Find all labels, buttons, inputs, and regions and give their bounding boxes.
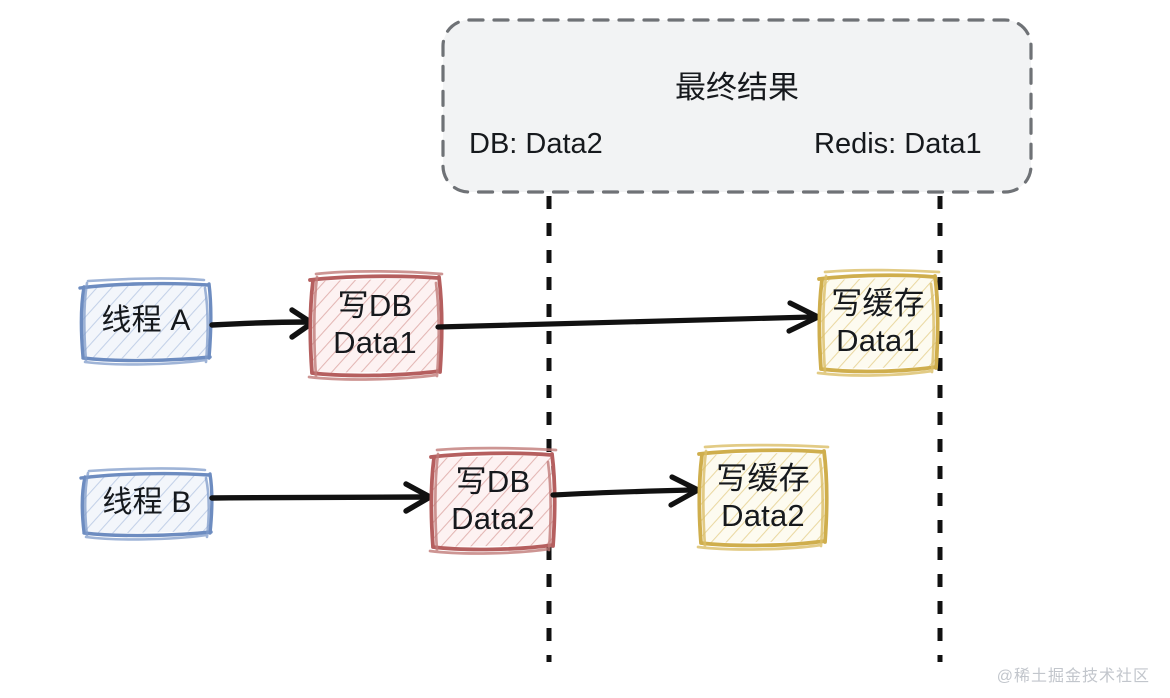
db-b-box-fill xyxy=(432,455,553,547)
cache-b-box-stroke-1 xyxy=(697,448,829,548)
arrow-db-b-to-cache-b-line xyxy=(550,487,695,498)
arrow-thread-a-to-db-line xyxy=(209,319,310,328)
db-b-box-stroke-1 xyxy=(429,451,557,552)
summary-title: 最终结果 xyxy=(675,70,799,105)
db-a-box-fill xyxy=(311,278,440,373)
db-a-box-stroke-1 xyxy=(308,274,444,378)
arrow-db-a-to-cache-a xyxy=(435,300,821,334)
cache-b-box[interactable] xyxy=(696,443,830,551)
thread-a-box-fill xyxy=(82,283,209,359)
cache-a-box-stroke-1 xyxy=(817,273,940,374)
db-a-box[interactable] xyxy=(307,270,444,381)
watermark: @稀土掘金技术社区 xyxy=(996,668,1150,685)
thread-a-box-stroke-1 xyxy=(78,281,213,363)
cache-b-box-fill xyxy=(700,452,825,543)
arrow-db-b-to-cache-b xyxy=(550,474,701,508)
arrow-db-a-to-cache-a-line xyxy=(435,314,815,330)
thread-b-box-stroke-2 xyxy=(83,467,211,541)
arrow-thread-b-to-db xyxy=(209,481,433,514)
db-b-box-stroke-2 xyxy=(428,446,558,555)
db-b-box[interactable] xyxy=(428,446,558,555)
db-a-box-stroke-2 xyxy=(307,270,444,381)
summary-panel xyxy=(441,18,1033,194)
cache-a-box[interactable] xyxy=(816,268,941,377)
thread-b-box-stroke-1 xyxy=(79,471,214,538)
thread-b-box-fill xyxy=(83,473,210,534)
cache-a-box-stroke-2 xyxy=(816,268,941,377)
cache-a-box-fill xyxy=(820,277,936,369)
summary-redis-result: Redis: Data1 xyxy=(814,128,982,160)
thread-a-box-stroke-2 xyxy=(82,277,210,366)
arrow-thread-a-to-db xyxy=(209,307,315,340)
cache-b-box-stroke-2 xyxy=(696,443,830,551)
arrow-thread-b-to-db-line xyxy=(209,494,428,501)
thread-b-box[interactable] xyxy=(79,467,214,541)
thread-a-box[interactable] xyxy=(78,277,213,366)
summary-db-result: DB: Data2 xyxy=(469,128,603,160)
summary-panel-border xyxy=(441,18,1033,194)
